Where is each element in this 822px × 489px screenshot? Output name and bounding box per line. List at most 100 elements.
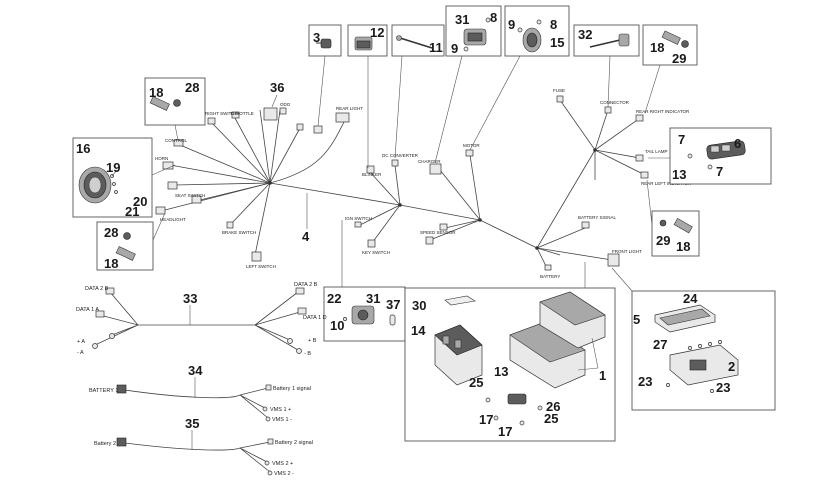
callout-30: 30: [412, 298, 426, 313]
tag-front-light: FRONT LIGHT: [612, 249, 642, 254]
callout-19: 19: [106, 160, 120, 175]
callout-4: 4: [302, 229, 310, 244]
group-31-8-9: 31 8 9: [434, 5, 502, 164]
callout-28-upper: 28: [185, 80, 199, 95]
group-9-8-15: 9 8 15: [469, 5, 570, 151]
callout-31-mid: 31: [366, 291, 380, 306]
callout-29-top: 29: [672, 51, 686, 66]
main-harness: [164, 99, 646, 271]
label-battery2: Battery 2: [94, 441, 116, 447]
callout-24: 24: [683, 291, 698, 306]
callout-1: 1: [599, 368, 606, 383]
harness-33: 33 DATA 2 B DATA 1 A + A - A DATA 2 B DA…: [76, 282, 327, 357]
label-data2b-left: DATA 2 B: [85, 286, 109, 292]
callout-34: 34: [188, 363, 203, 378]
tag-odo: ODO: [280, 102, 291, 107]
group-18-29-upper-right: 18 29: [642, 24, 698, 114]
group-18-28-lower: 28 18: [96, 212, 166, 271]
group-16-headlight: 16 19 20 21: [72, 137, 176, 219]
label-vms2-minus: VMS 2 -: [274, 471, 294, 477]
callout-8-left: 8: [490, 10, 497, 25]
group-6-7-13: 7 6 13 7: [648, 127, 772, 185]
tag-connector: CONNECTOR: [600, 100, 630, 105]
callout-9-left: 9: [451, 41, 458, 56]
label-vms2-plus: VMS 2 +: [272, 461, 293, 467]
callout-25-right: 25: [544, 411, 558, 426]
tag-seat-switch: SEAT SWITCH: [175, 193, 205, 198]
callout-8-right: 8: [550, 17, 557, 32]
label-vms1-minus: VMS 1 -: [272, 417, 292, 423]
callout-17-left: 17: [479, 412, 493, 427]
harness-connectors: CONTROL HORN SEAT SWITCH THROTTLE ODO HE…: [155, 88, 692, 279]
group-battery-holder: 24 5 27 2 23 23: [611, 267, 776, 411]
callout-14: 14: [411, 323, 426, 338]
tag-headlight: HEADLIGHT: [160, 217, 186, 222]
callout-18-bottom: 18: [676, 239, 690, 254]
callout-18-upper: 18: [149, 85, 163, 100]
callout-9-right: 9: [508, 17, 515, 32]
callout-15: 15: [550, 35, 564, 50]
callout-29-bottom: 29: [656, 233, 670, 248]
callout-35: 35: [185, 416, 199, 431]
callout-37: 37: [386, 297, 400, 312]
callout-23-left: 23: [638, 374, 652, 389]
tag-brake-switch: BRAKE SWITCH: [222, 230, 256, 235]
tag-left-switch: LEFT SWITCH: [246, 264, 276, 269]
callout-7-lower: 7: [716, 164, 723, 179]
tag-key-switch: KEY SWITCH: [362, 250, 390, 255]
tag-dc-converter: DC CONVERTER: [382, 153, 419, 158]
group-12: 12: [347, 24, 388, 168]
tag-battery: BATTERY: [540, 274, 560, 279]
label-data1d-right: DATA 1 D: [303, 315, 327, 321]
tag-speed-sensor: SPEED SENSOR: [420, 230, 456, 235]
tag-rear-right-indicator: REAR RIGHT INDICATOR: [636, 109, 690, 114]
tag-battery-signal: BATTERY SIGNAL: [578, 215, 617, 220]
callout-5: 5: [633, 312, 640, 327]
tag-throttle: THROTTLE: [230, 111, 254, 116]
callout-7-upper: 7: [678, 132, 685, 147]
label-minus-b: - B: [304, 351, 311, 357]
callout-36: 36: [270, 80, 284, 95]
group-3: 3: [308, 24, 342, 127]
callout-10: 10: [330, 318, 344, 333]
callout-18-right-top: 18: [650, 40, 664, 55]
tag-blinker: BLINKER: [362, 172, 382, 177]
group-18-28-upper: 18 28: [144, 77, 206, 141]
tag-fuse: FUSE: [553, 88, 565, 93]
group-29-18-lower-right: 29 18: [646, 179, 700, 257]
callout-17-bottom: 17: [498, 424, 512, 439]
callout-11: 11: [429, 40, 443, 55]
label-data2b-right: DATA 2 B: [294, 282, 318, 288]
label-battery1: BATTERY 1: [89, 388, 118, 394]
tag-charger: CHARGER: [418, 159, 441, 164]
callout-28-lower: 28: [104, 225, 118, 240]
callout-16: 16: [76, 141, 90, 156]
callout-3: 3: [313, 30, 320, 45]
tag-rear-light: REAR LIGHT: [336, 106, 363, 111]
group-32: 32: [573, 24, 640, 108]
callout-25-left: 25: [469, 375, 483, 390]
callout-13-right: 13: [672, 167, 686, 182]
label-battery2-signal: Battery 2 signal: [275, 440, 313, 446]
harness-35: 35 Battery 2 Battery 2 signal VMS 2 + VM…: [94, 416, 313, 477]
tag-horn: HORN: [155, 156, 168, 161]
callout-23-right: 23: [716, 380, 730, 395]
tag-right-switch: RIGHT SWITCH: [205, 111, 238, 116]
group-22-31-37-10: 22 31 37 10: [323, 220, 406, 342]
callout-18-lower: 18: [104, 256, 118, 271]
tag-ign-switch: IGN SWITCH: [345, 216, 372, 221]
label-data1a-left: DATA 1 A: [76, 307, 99, 313]
callout-31-top: 31: [455, 12, 469, 27]
label-battery1-signal: Battery 1 signal: [273, 386, 311, 392]
harness-34: 34 BATTERY 1 Battery 1 signal VMS 1 + VM…: [89, 363, 311, 423]
tag-motor: MOTOR: [463, 143, 480, 148]
tag-control: CONTROL: [165, 138, 187, 143]
label-minus-a: - A: [77, 350, 84, 356]
tag-rear-left-indicator: REAR LEFT INDICATOR: [641, 181, 692, 186]
label-plus-a: + A: [77, 339, 85, 345]
callout-6: 6: [734, 136, 741, 151]
callout-2: 2: [728, 359, 735, 374]
callout-13-battery: 13: [494, 364, 508, 379]
callout-26: 26: [546, 399, 560, 414]
